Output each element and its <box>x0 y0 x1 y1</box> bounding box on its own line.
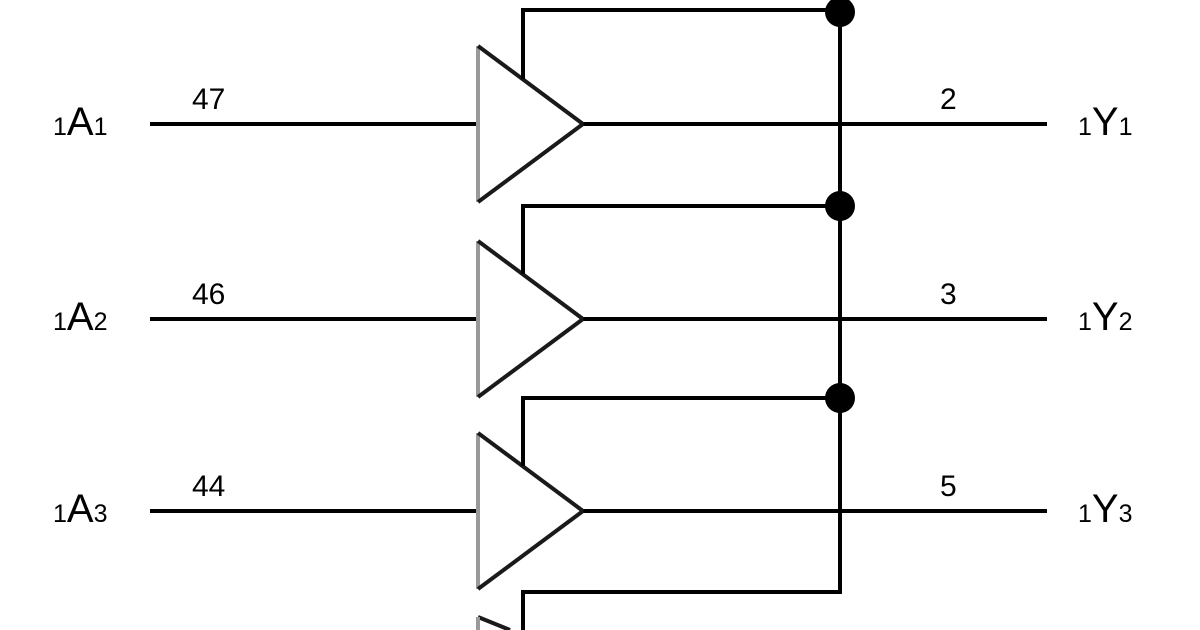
channel-group-2 <box>150 191 1047 399</box>
output-label-1Y1: 1Y1 <box>1078 102 1133 142</box>
buffer-gate-4-upper-edge <box>477 615 511 630</box>
pin-number-46: 46 <box>192 278 226 311</box>
buffer-gate-3-lower-edge <box>476 509 585 591</box>
output-label-1Y1-main: Y <box>1091 100 1119 144</box>
buffer-gate-1-lower-edge <box>476 122 585 204</box>
pin-number-5: 5 <box>940 470 957 503</box>
input-label-1A1-suffix: 1 <box>93 113 108 141</box>
input-label-1A3-main: A <box>66 487 94 531</box>
input-label-1A2-main: A <box>66 295 94 339</box>
output-label-1Y3: 1Y3 <box>1078 489 1133 529</box>
output-label-1Y1-suffix: 1 <box>1118 113 1133 141</box>
input-label-1A3-prefix: 1 <box>53 500 67 528</box>
input-label-1A1-prefix: 1 <box>53 113 67 141</box>
output-label-1Y1-prefix: 1 <box>1078 113 1092 141</box>
buffer-gate-2-upper-edge <box>476 239 585 321</box>
pin-number-44: 44 <box>192 470 226 503</box>
input-label-1A2-suffix: 2 <box>93 308 108 336</box>
channel-group-3 <box>150 383 1047 591</box>
input-label-1A3-suffix: 3 <box>93 500 108 528</box>
output-label-1Y2-main: Y <box>1091 295 1119 339</box>
channel-group-4-partial <box>476 590 842 630</box>
output-label-1Y3-main: Y <box>1091 487 1119 531</box>
output-label-1Y2: 1Y2 <box>1078 297 1133 337</box>
input-label-1A2: 1A2 <box>53 297 108 337</box>
pin-number-2: 2 <box>940 83 957 116</box>
input-label-1A1-main: A <box>66 100 94 144</box>
channel-group-1 <box>150 0 1047 204</box>
output-label-1Y3-prefix: 1 <box>1078 500 1092 528</box>
output-label-1Y2-suffix: 2 <box>1118 308 1133 336</box>
pin-number-47: 47 <box>192 83 226 116</box>
buffer-gate-2-lower-edge <box>476 317 585 399</box>
output-label-1Y2-prefix: 1 <box>1078 308 1092 336</box>
buffer-gate-1-upper-edge <box>476 44 585 126</box>
output-label-1Y3-suffix: 3 <box>1118 500 1133 528</box>
pin-number-3: 3 <box>940 278 957 311</box>
input-label-1A1: 1A1 <box>53 102 108 142</box>
input-label-1A3: 1A3 <box>53 489 108 529</box>
input-label-1A2-prefix: 1 <box>53 308 67 336</box>
buffer-gate-3-upper-edge <box>476 431 585 513</box>
